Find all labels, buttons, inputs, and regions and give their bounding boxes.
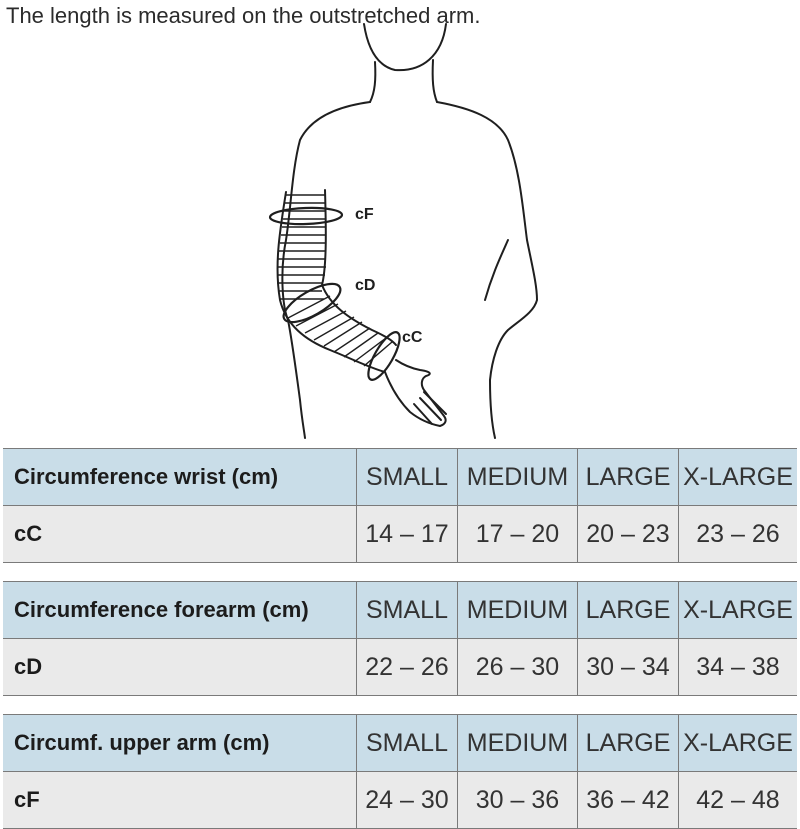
range-large: 36 – 42 [577, 772, 678, 828]
forearm-size-table: Circumference forearm (cm) SMALL MEDIUM … [3, 581, 797, 696]
size-large-header: LARGE [577, 449, 678, 505]
size-small-header: SMALL [356, 715, 457, 771]
upper-arm-size-table: Circumf. upper arm (cm) SMALL MEDIUM LAR… [3, 714, 797, 829]
table-values-row: cD 22 – 26 26 – 30 30 – 34 34 – 38 [3, 639, 797, 695]
arm-measurement-illustration: cF cD cC [268, 23, 538, 439]
ring-cC [367, 331, 401, 381]
measure-code: cD [14, 654, 43, 679]
size-medium-header: MEDIUM [457, 715, 577, 771]
measure-code: cF [14, 787, 40, 812]
neck-right [431, 59, 438, 103]
range-medium: 17 – 20 [457, 506, 577, 562]
range-large: 20 – 23 [577, 506, 678, 562]
range-xlarge: 23 – 26 [678, 506, 797, 562]
range-medium: 26 – 30 [457, 639, 577, 695]
range-small: 24 – 30 [356, 772, 457, 828]
table-header-row: Circumference wrist (cm) SMALL MEDIUM LA… [3, 449, 797, 506]
size-large-header: LARGE [577, 715, 678, 771]
label-cC: cC [402, 329, 423, 346]
ring-cF [268, 206, 344, 226]
table-title: Circumf. upper arm (cm) [14, 730, 270, 755]
size-tables: Circumference wrist (cm) SMALL MEDIUM LA… [3, 448, 797, 829]
range-large: 30 – 34 [577, 639, 678, 695]
size-small-header: SMALL [356, 449, 457, 505]
range-small: 22 – 26 [356, 639, 457, 695]
size-xlarge-header: X-LARGE [678, 582, 797, 638]
table-header-row: Circumference forearm (cm) SMALL MEDIUM … [3, 582, 797, 639]
ring-cD [282, 282, 342, 324]
size-large-header: LARGE [577, 582, 678, 638]
neck-left [369, 61, 377, 103]
table-title: Circumference forearm (cm) [14, 597, 309, 622]
size-small-header: SMALL [356, 582, 457, 638]
label-cD: cD [355, 277, 375, 294]
measurement-caption: The length is measured on the outstretch… [6, 3, 481, 28]
label-cF: cF [355, 206, 374, 223]
size-medium-header: MEDIUM [457, 582, 577, 638]
range-medium: 30 – 36 [457, 772, 577, 828]
table-title: Circumference wrist (cm) [14, 464, 279, 489]
size-xlarge-header: X-LARGE [678, 449, 797, 505]
torso-left [281, 101, 371, 439]
table-values-row: cF 24 – 30 30 – 36 36 – 42 42 – 48 [3, 772, 797, 828]
measure-code: cC [14, 521, 43, 546]
size-medium-header: MEDIUM [457, 449, 577, 505]
size-xlarge-header: X-LARGE [678, 715, 797, 771]
torso-right [436, 101, 538, 439]
sleeve-hatching-forearm [287, 295, 393, 367]
table-header-row: Circumf. upper arm (cm) SMALL MEDIUM LAR… [3, 715, 797, 772]
sleeve-hatching-upper [277, 194, 326, 300]
range-xlarge: 42 – 48 [678, 772, 797, 828]
table-values-row: cC 14 – 17 17 – 20 20 – 23 23 – 26 [3, 506, 797, 562]
hip-contour [484, 239, 509, 301]
head-outline [363, 23, 447, 72]
range-small: 14 – 17 [356, 506, 457, 562]
wrist-size-table: Circumference wrist (cm) SMALL MEDIUM LA… [3, 448, 797, 563]
range-xlarge: 34 – 38 [678, 639, 797, 695]
